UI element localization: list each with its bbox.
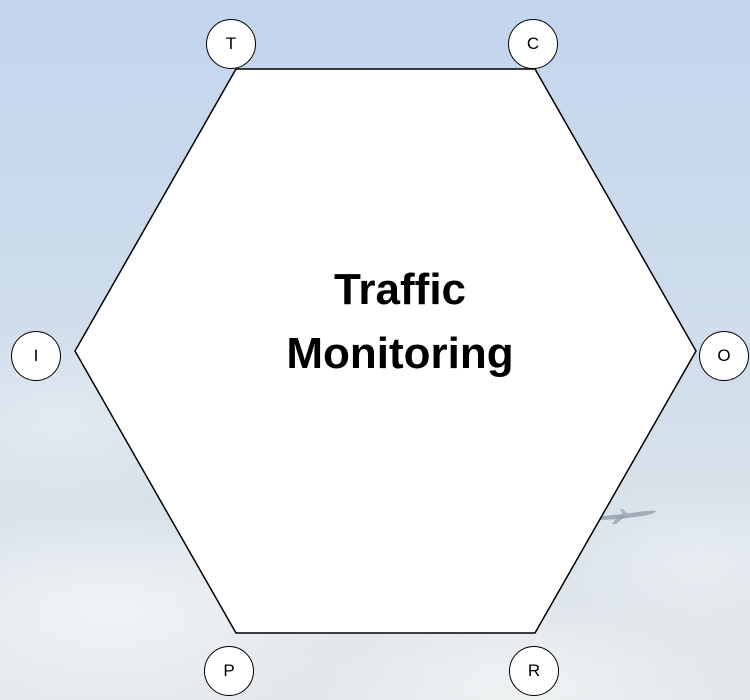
center-title: Traffic Monitoring [230, 258, 570, 386]
node-bottom-left: P [204, 646, 254, 696]
node-right: O [699, 331, 749, 381]
node-bottom-left-label: P [223, 661, 235, 680]
node-bottom-right: R [509, 646, 559, 696]
node-top-left: T [206, 19, 256, 69]
node-left: I [11, 331, 61, 381]
node-bottom-right-label: R [527, 661, 541, 680]
center-title-line-1: Traffic [333, 265, 467, 314]
node-left-label: I [33, 346, 39, 365]
node-top-right: C [508, 19, 558, 69]
node-right-label: O [717, 346, 731, 365]
node-top-left-label: T [225, 34, 237, 53]
center-title-line-2: Monitoring [286, 329, 514, 378]
node-top-right-label: C [526, 34, 540, 53]
